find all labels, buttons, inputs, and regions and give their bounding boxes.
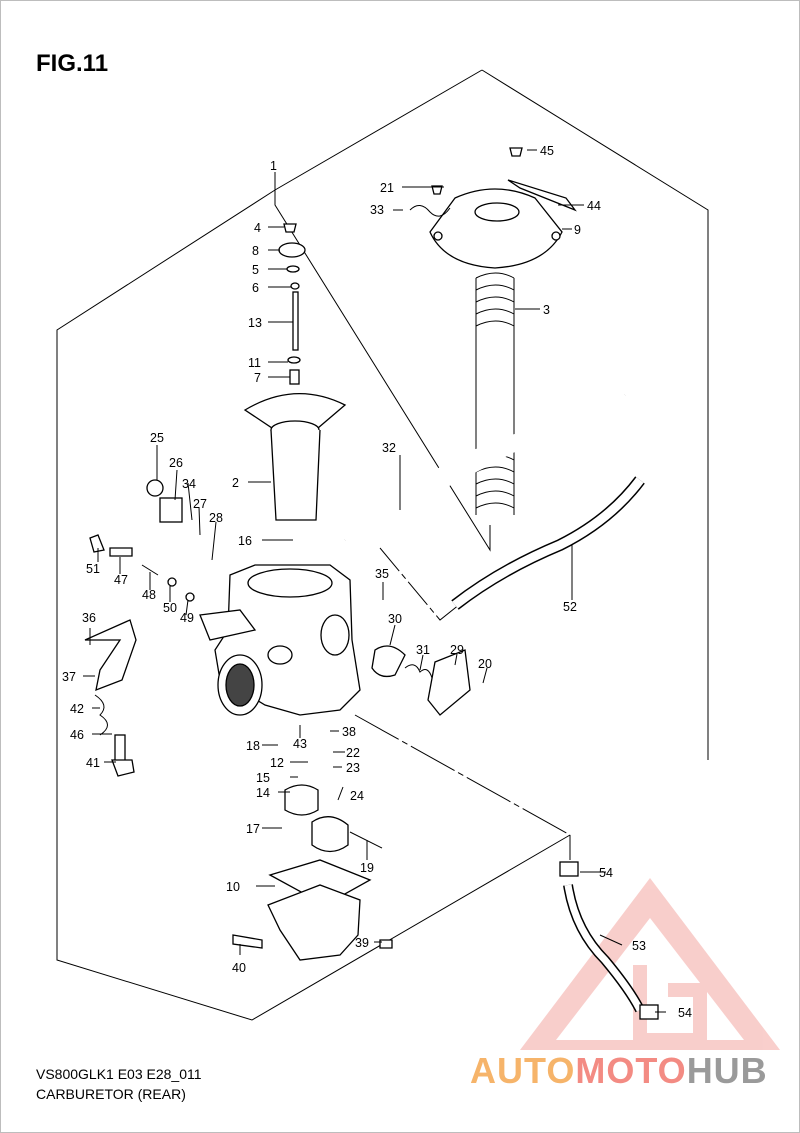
- callout-21: 21: [380, 181, 394, 195]
- callout-40: 40: [232, 961, 246, 975]
- callout-48: 48: [142, 588, 156, 602]
- piston-valve-part: [243, 392, 347, 521]
- callout-18: 18: [246, 739, 260, 753]
- callout-51: 51: [86, 562, 100, 576]
- callout-42: 42: [70, 702, 84, 716]
- callout-20: 20: [478, 657, 492, 671]
- callout-54-lower: 54: [678, 1006, 692, 1020]
- callout-49: 49: [180, 611, 194, 625]
- callout-27: 27: [193, 497, 207, 511]
- callout-36: 36: [82, 611, 96, 625]
- callout-38: 38: [342, 725, 356, 739]
- watermark-auto-text: AUTO: [470, 1050, 576, 1091]
- figure-title: FIG.11: [36, 50, 109, 77]
- callout-26: 26: [169, 456, 183, 470]
- callout-39: 39: [355, 936, 369, 950]
- callout-5: 5: [252, 263, 259, 277]
- watermark-logo-icon: [520, 878, 780, 1050]
- callout-47: 47: [114, 573, 128, 587]
- callout-labels: 1 2 3 4 5 6 7 8 9 10 11 12 13 14 15 16 1…: [62, 144, 692, 1020]
- small-fasteners: [278, 147, 523, 385]
- carburetor-body-part: [199, 564, 361, 716]
- callout-23: 23: [346, 761, 360, 775]
- watermark-wordmark: AUTOMOTOHUB: [470, 1050, 768, 1092]
- callout-10: 10: [226, 880, 240, 894]
- float-bowl-part: [267, 784, 372, 961]
- side-components: [84, 479, 471, 949]
- callout-16: 16: [238, 534, 252, 548]
- callout-33: 33: [370, 203, 384, 217]
- callout-22: 22: [346, 746, 360, 760]
- callout-28: 28: [209, 511, 223, 525]
- model-code: VS800GLK1 E03 E28_011: [36, 1066, 202, 1082]
- callout-1: 1: [270, 159, 277, 173]
- callout-34: 34: [182, 477, 196, 491]
- watermark-moto-text: MOTO: [575, 1050, 687, 1091]
- leader-lines: [83, 149, 666, 1013]
- spring-part: [475, 272, 515, 515]
- callout-8: 8: [252, 244, 259, 258]
- callout-17: 17: [246, 822, 260, 836]
- callout-24: 24: [350, 789, 364, 803]
- callout-13: 13: [248, 316, 262, 330]
- callout-53: 53: [632, 939, 646, 953]
- callout-12: 12: [270, 756, 284, 770]
- callout-2: 2: [232, 476, 239, 490]
- callout-45: 45: [540, 144, 554, 158]
- figure-caption: CARBURETOR (REAR): [36, 1086, 186, 1102]
- callout-11: 11: [248, 356, 261, 370]
- callout-37: 37: [62, 670, 76, 684]
- callout-35: 35: [375, 567, 389, 581]
- callout-50: 50: [163, 601, 177, 615]
- callout-14: 14: [256, 786, 270, 800]
- watermark-hub-text: HUB: [686, 1050, 768, 1091]
- callout-29: 29: [450, 643, 464, 657]
- callout-31: 31: [416, 643, 430, 657]
- callout-3: 3: [543, 303, 550, 317]
- callout-7: 7: [254, 371, 261, 385]
- hose-parts: [342, 391, 659, 1020]
- callout-9: 9: [574, 223, 581, 237]
- callout-44: 44: [587, 199, 601, 213]
- callout-54-upper: 54: [599, 866, 613, 880]
- callout-30: 30: [388, 612, 402, 626]
- callout-41: 41: [86, 756, 100, 770]
- callout-32: 32: [382, 441, 396, 455]
- diaphragm-cover-part: [429, 179, 577, 269]
- callout-15: 15: [256, 771, 270, 785]
- callout-4: 4: [254, 221, 261, 235]
- callout-43: 43: [293, 737, 307, 751]
- callout-52: 52: [563, 600, 577, 614]
- callout-19: 19: [360, 861, 374, 875]
- callout-25: 25: [150, 431, 164, 445]
- callout-6: 6: [252, 281, 259, 295]
- callout-46: 46: [70, 728, 84, 742]
